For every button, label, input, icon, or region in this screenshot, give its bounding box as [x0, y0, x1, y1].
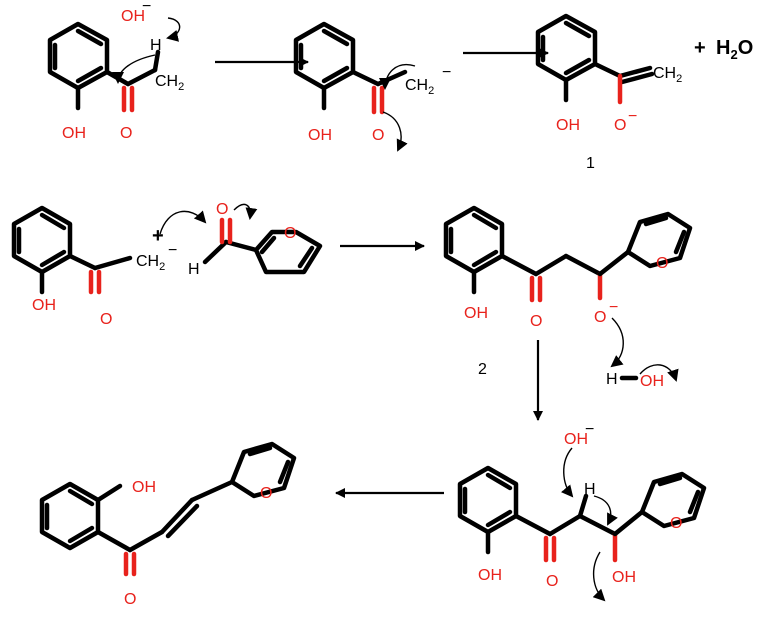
- carbonyl-oxygen-label: O: [124, 591, 136, 608]
- molecule-enolate-1: [535, 13, 655, 105]
- hydrogen-label: H: [150, 37, 162, 54]
- molecule-furyl-chalcone: [39, 441, 297, 577]
- furan-oxygen-label: O: [284, 225, 296, 242]
- molecule-carbanion: [293, 21, 408, 115]
- curly-arrow-carbonyl: [233, 203, 258, 220]
- carbanion-charge: −: [442, 64, 451, 81]
- curly-arrow-protonation: [610, 317, 624, 368]
- curly-arrow-hydroxide-attack: [166, 17, 181, 42]
- carbonyl-oxygen-label: O: [120, 125, 132, 142]
- enolate-oxygen-label: O: [614, 117, 626, 134]
- molecule-alkoxide-2: [443, 205, 693, 303]
- hydroxide-charge: −: [585, 421, 594, 438]
- compound-number-2: 2: [478, 361, 487, 378]
- enolate-charge: −: [628, 108, 637, 125]
- ch2-label: CH2: [136, 253, 165, 273]
- carbonyl-oxygen-label: O: [530, 313, 542, 330]
- carbonyl-oxygen-label: O: [100, 311, 112, 328]
- molecule-furfural: [202, 217, 323, 275]
- compound-number-1: 1: [586, 155, 595, 172]
- ch2-label: CH2: [405, 77, 434, 97]
- water-label: H2O: [716, 37, 753, 62]
- furan-oxygen-label: O: [656, 255, 668, 272]
- oh-label: OH: [32, 297, 56, 314]
- curly-arrow-oh-leaves: [639, 364, 679, 382]
- molecule-2-hydroxyacetophenone-a: [47, 21, 161, 113]
- oh-label: OH: [308, 127, 332, 144]
- hydroxide-charge: −: [142, 0, 151, 15]
- furan-oxygen-label: O: [260, 485, 272, 502]
- curly-arrow-deprotonation: [560, 447, 574, 498]
- oh-label: OH: [132, 479, 156, 496]
- oh-label: OH: [478, 567, 502, 584]
- plus-sign: +: [152, 225, 164, 247]
- water-h-label: H: [606, 371, 618, 388]
- ch2-label: CH2: [653, 65, 682, 85]
- oh-label: OH: [62, 125, 86, 142]
- oh-label: OH: [464, 305, 488, 322]
- curly-arrow-carbonyl-oxygen: [382, 111, 408, 152]
- curly-arrow-nucleophilic-attack: [159, 210, 207, 235]
- hydroxide-label: OH: [564, 431, 588, 448]
- aldehyde-h-label: H: [188, 261, 200, 278]
- hydroxide-label: OH: [121, 8, 145, 25]
- beta-oh-label: OH: [612, 569, 636, 586]
- alkoxide-oxygen-label: O: [594, 309, 606, 326]
- alkoxide-charge: −: [609, 299, 618, 316]
- carbanion-charge: −: [168, 242, 177, 259]
- ch2-label: CH2: [155, 73, 184, 93]
- aldehyde-oxygen-label: O: [216, 201, 228, 218]
- water-oh-label: OH: [640, 373, 664, 390]
- curly-arrow-oh-elimination: [592, 551, 606, 602]
- alpha-h-label: H: [584, 481, 596, 498]
- plus-sign: +: [694, 37, 706, 59]
- molecule-carbanion-row2: [11, 205, 133, 295]
- curly-arrow-carbanion: [379, 63, 416, 90]
- carbonyl-oxygen-label: O: [546, 573, 558, 590]
- carbonyl-oxygen-label: O: [372, 127, 384, 144]
- oh-label: OH: [556, 117, 580, 134]
- molecule-aldol-adduct: [457, 465, 707, 563]
- curly-arrow-ch-bond: [112, 54, 156, 84]
- furan-oxygen-label: O: [670, 515, 682, 532]
- curly-arrow-ch-bond-shift: [593, 495, 618, 526]
